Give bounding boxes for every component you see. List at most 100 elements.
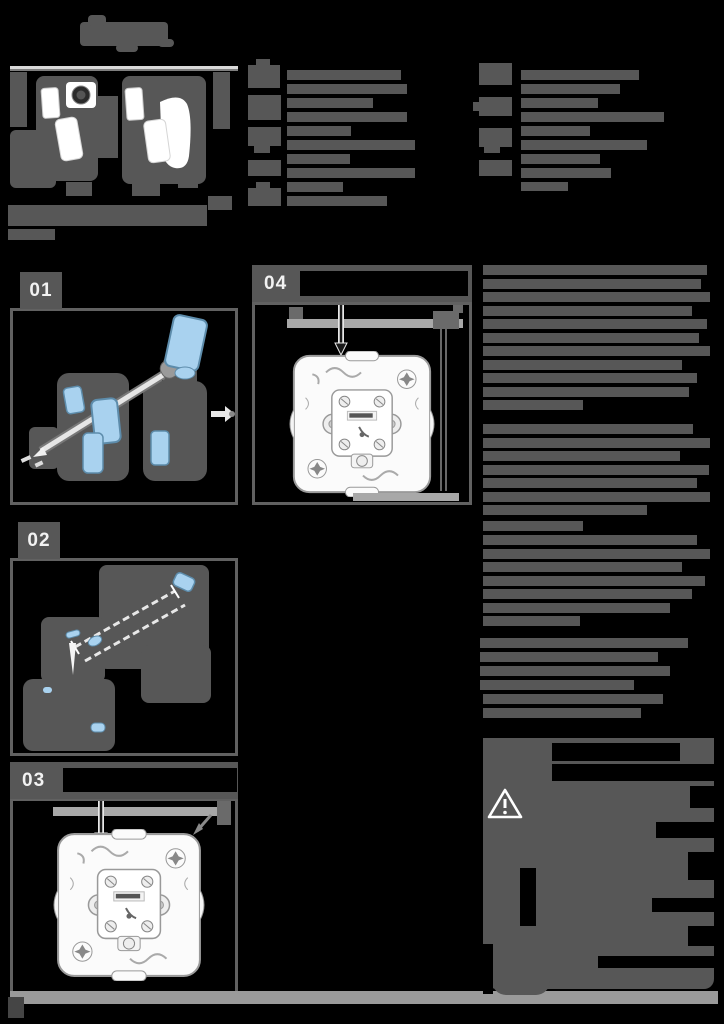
redacted-legend-b-icons	[479, 97, 512, 116]
step-2-box	[10, 558, 238, 756]
redacted-legend-b-text	[521, 98, 598, 108]
redacted-legend-a-icons	[248, 127, 281, 146]
redacted-legend-b-text	[521, 84, 620, 94]
redacted-legend-b-icons	[479, 160, 512, 176]
wire-tip	[69, 643, 76, 675]
redacted-warning-cuts	[520, 868, 536, 926]
redacted-right-bullets	[480, 680, 634, 690]
redacted-legend-b-text	[521, 112, 664, 122]
redacted-legend-b-text	[521, 140, 647, 150]
redacted-warning-cuts	[552, 743, 680, 761]
redacted-legend-b-icons	[484, 147, 500, 153]
step-2-illustration-strip-wires	[23, 565, 211, 751]
cable-lines	[440, 329, 447, 491]
redacted-legend-b-text	[521, 182, 568, 191]
redacted-legend-a-text	[287, 168, 415, 178]
step-3-box	[10, 798, 238, 996]
warning-triangle-icon	[487, 788, 523, 819]
step-1-number: 01	[20, 272, 62, 309]
redacted-caption	[8, 205, 207, 226]
redacted-right-para-c	[483, 576, 705, 586]
redacted-legend-a-text	[287, 98, 373, 108]
redacted-right-bullets	[480, 638, 688, 648]
redacted-right-para-c	[483, 562, 682, 572]
step-1-number-text: 01	[29, 279, 53, 301]
redacted-right-para-b	[483, 478, 697, 488]
redacted-legend-a-text	[287, 84, 407, 94]
redacted-logo	[158, 39, 174, 47]
redacted-legend-b-text	[521, 126, 590, 136]
redacted-warning-cuts	[656, 822, 714, 838]
redacted-warning-cuts	[552, 764, 714, 781]
redacted-right-para-a	[483, 319, 707, 329]
rocker-part	[40, 87, 61, 119]
redacted-right-para-a	[483, 346, 710, 356]
redacted-legend-a-icons	[248, 95, 281, 120]
redacted-right-para-a	[483, 292, 710, 302]
arrow-right-icon	[211, 406, 235, 422]
redacted-legend-a-icons	[248, 188, 281, 206]
parts-box-top-rule-shadow	[10, 69, 238, 71]
redacted-warning-cuts	[688, 926, 714, 946]
rocker-part	[124, 87, 145, 121]
redacted-warning-cuts	[652, 898, 714, 912]
step-2-number: 02	[18, 522, 60, 559]
redacted-box4-title-cut	[300, 271, 468, 296]
step-3-illustration-insert-mechanism	[53, 801, 231, 981]
redacted-right-bullets	[480, 652, 658, 662]
redacted-right-heading	[483, 521, 583, 531]
redacted-right-para-a	[483, 360, 682, 370]
redacted-caption	[8, 229, 55, 240]
redacted-legend-a-text	[287, 154, 350, 164]
redacted-legend-b-icons	[479, 63, 512, 85]
redacted-logo	[88, 15, 106, 26]
rocker-part	[143, 118, 171, 164]
parts-box-top-rule	[10, 66, 238, 69]
step-2-number-text: 02	[27, 529, 51, 551]
redacted-legend-b-text	[521, 70, 639, 80]
redacted-right-para-c	[483, 616, 580, 626]
redacted-legend-b-text	[521, 168, 611, 178]
redacted-right-para-c	[483, 603, 670, 613]
redacted-warning-cuts	[598, 956, 714, 968]
redacted-legend-a-icons	[256, 182, 270, 188]
redacted-right-para-b	[483, 438, 710, 448]
redacted-right-para-d	[483, 694, 663, 704]
redacted-right-para-c	[483, 549, 710, 559]
redacted-right-para-a	[483, 333, 699, 343]
footer-rule	[10, 991, 718, 1004]
redacted-right-para-d	[483, 708, 641, 718]
redacted-right-bullets	[480, 666, 670, 676]
redacted-box3-title-cut	[63, 768, 237, 792]
removed-rocker-highlight	[164, 314, 208, 372]
redacted-right-para-a	[483, 306, 692, 316]
redacted-legend-a-text	[287, 196, 387, 206]
redacted-right-para-b	[483, 465, 709, 475]
redacted-legend-a-icons	[248, 65, 280, 88]
redacted-legend-a-text	[287, 140, 415, 150]
redacted-logo	[116, 44, 138, 52]
step-4-number-text: 04	[264, 272, 288, 294]
redacted-right-para-a	[483, 373, 697, 383]
redacted-caption	[208, 196, 232, 210]
redacted-legend-b-icons	[479, 128, 512, 147]
arrow-into-box	[193, 814, 213, 835]
redacted-right-para-a	[483, 279, 701, 289]
scope-of-delivery-illustration	[10, 72, 230, 196]
redacted-right-para-c	[483, 589, 692, 599]
redacted-legend-a-text	[287, 126, 351, 136]
redacted-right-para-a	[483, 400, 583, 410]
redacted-warning-cuts	[483, 944, 493, 994]
redacted-legend-a-icons	[256, 59, 270, 65]
redacted-right-para-b	[483, 451, 680, 461]
warning-note-block-tail	[492, 978, 550, 995]
redacted-right-para-a	[483, 265, 707, 275]
redacted-right-para-b	[483, 505, 647, 515]
page-number-redacted	[8, 997, 24, 1018]
redacted-right-para-b	[483, 424, 693, 434]
rocker-part	[54, 116, 84, 162]
step-4-box	[252, 302, 472, 505]
redacted-legend-b-icons	[473, 102, 480, 111]
redacted-legend-a-text	[287, 182, 343, 192]
